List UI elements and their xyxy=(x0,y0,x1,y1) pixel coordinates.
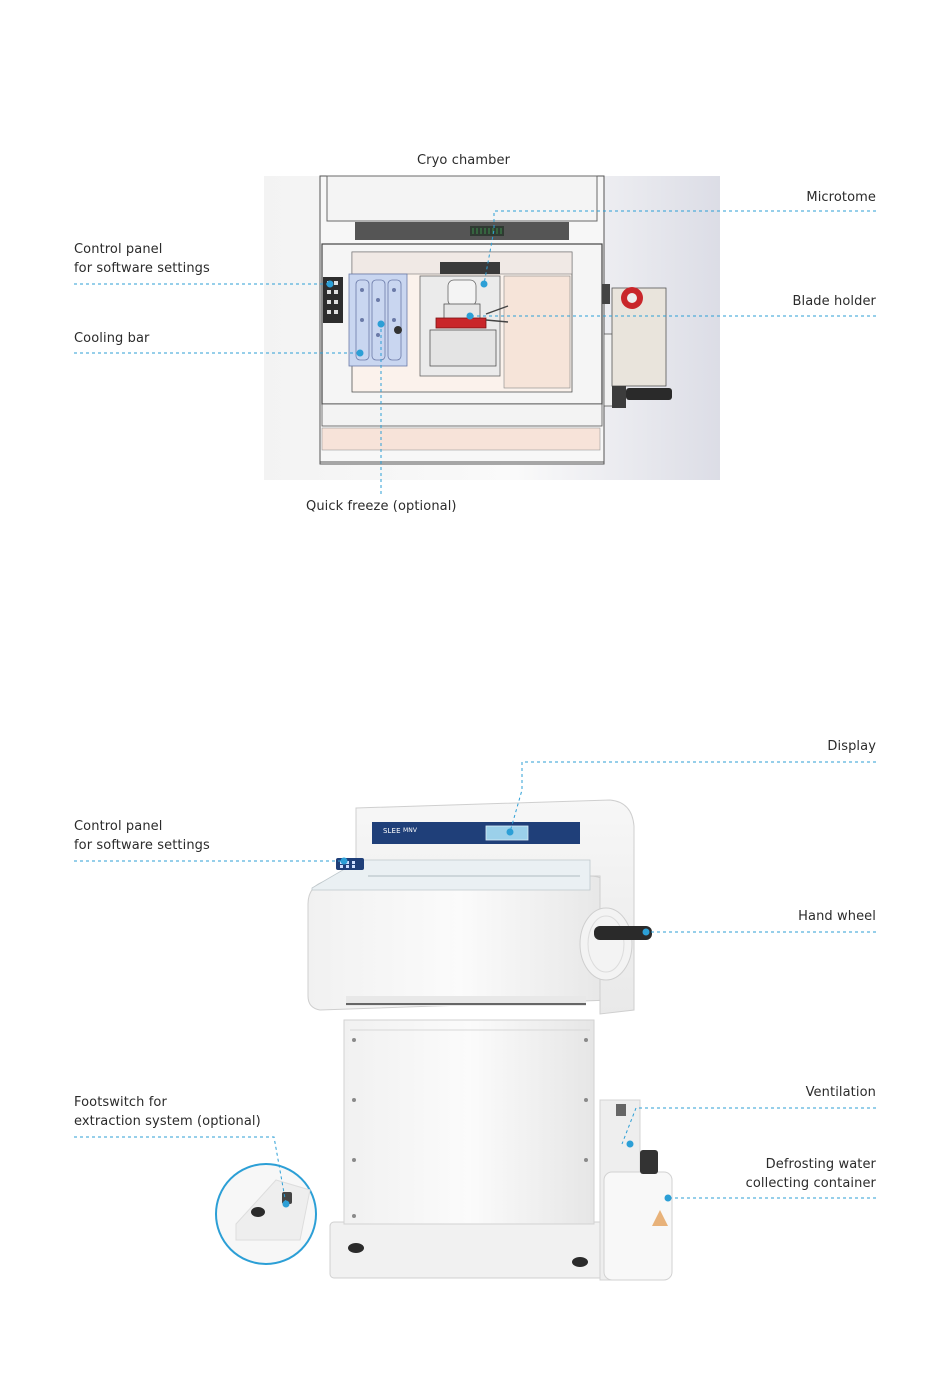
label-hand-wheel: Hand wheel xyxy=(798,907,876,926)
dot-footswitch xyxy=(283,1201,290,1208)
device-brand: SLEE xyxy=(383,826,401,836)
dot-blade-holder xyxy=(467,313,474,320)
label-microtome: Microtome xyxy=(806,188,876,207)
dot-display xyxy=(507,829,514,836)
dot-cooling-bar xyxy=(357,350,364,357)
dot-defrosting xyxy=(665,1195,672,1202)
label-ventilation: Ventilation xyxy=(806,1083,876,1102)
dot-control-panel-2 xyxy=(341,858,348,865)
bottom-render xyxy=(216,800,672,1280)
dot-hand-wheel xyxy=(643,929,650,936)
dot-ventilation xyxy=(627,1141,634,1148)
callout-line-ventilation xyxy=(622,1108,876,1144)
device-model: MNV xyxy=(403,826,417,836)
label-cryo-chamber: Cryo chamber xyxy=(417,151,510,170)
label-control-panel-bottom: Control panel for software settings xyxy=(74,817,210,855)
dot-control-panel xyxy=(327,281,334,288)
label-cooling-bar: Cooling bar xyxy=(74,329,150,348)
label-quick-freeze: Quick freeze (optional) xyxy=(306,497,457,516)
dot-quick-freeze xyxy=(378,321,385,328)
label-blade-holder: Blade holder xyxy=(793,292,876,311)
label-display: Display xyxy=(827,737,876,756)
dot-microtome xyxy=(481,281,488,288)
label-control-panel-top: Control panel for software settings xyxy=(74,240,210,278)
label-defrosting: Defrosting water collecting container xyxy=(746,1155,876,1193)
top-render xyxy=(264,176,720,480)
label-footswitch: Footswitch for extraction system (option… xyxy=(74,1093,261,1131)
